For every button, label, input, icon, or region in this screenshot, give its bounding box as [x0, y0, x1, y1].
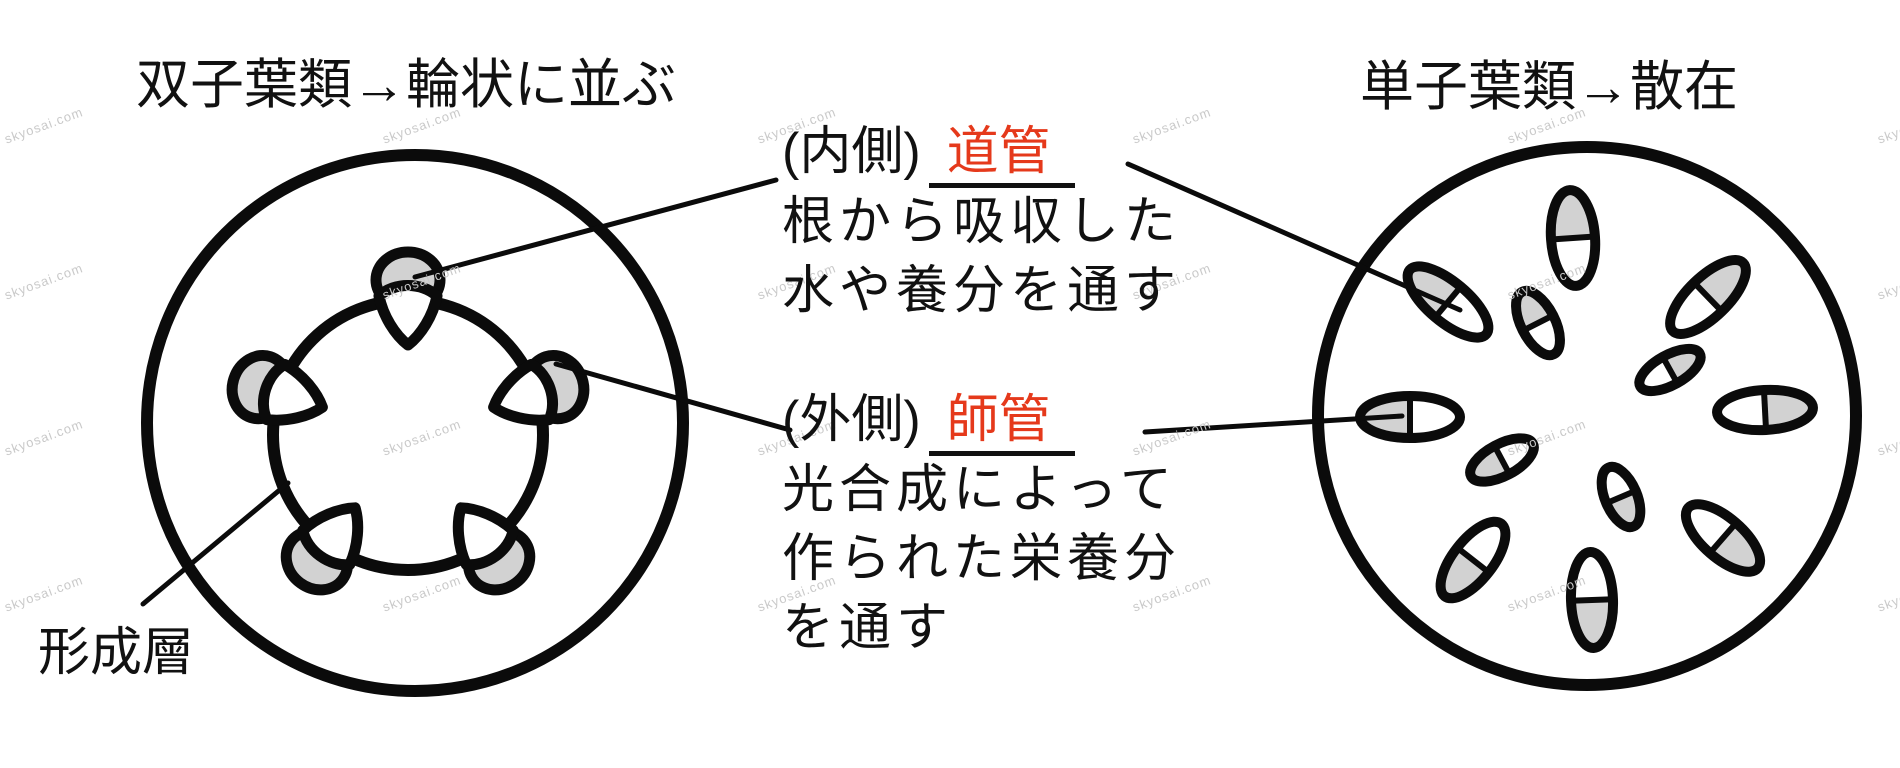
xylem-inner-wedge	[297, 502, 364, 571]
xylem-inner-wedge	[258, 358, 328, 426]
xylem-inner-wedge	[452, 502, 519, 571]
phloem-leader-line-left	[553, 361, 793, 433]
xylem-leader-line-left	[412, 177, 779, 280]
xylem-inner-wedge	[373, 280, 443, 351]
bundle-outline	[1680, 499, 1766, 577]
cambium-leader-line	[140, 480, 291, 607]
bundle-outline	[1565, 547, 1619, 653]
bundle-outline	[1712, 384, 1818, 436]
dicot-title: 双子葉類→輪状に並ぶ	[136, 55, 676, 115]
bundle-outline	[1665, 255, 1751, 339]
bundle-divider	[1570, 596, 1614, 604]
xylem-position-prefix: (内側)	[782, 123, 921, 181]
phloem-description-line: を通す	[782, 599, 954, 657]
monocot-vascular-bundle	[1435, 516, 1511, 604]
bundle-divider	[1455, 545, 1491, 575]
xylem-leader-line-right	[1125, 161, 1463, 313]
xylem-description-line: 水や養分を通す	[782, 262, 1182, 320]
dicot-vascular-bundle	[280, 502, 364, 596]
bundle-divider	[1605, 487, 1637, 507]
xylem-term: 道管	[928, 121, 1075, 188]
xylem-term-line: (内側)道管	[782, 118, 1181, 188]
phloem-leader-line-right	[1142, 413, 1405, 435]
xylem-inner-wedge	[488, 358, 558, 426]
bundle-outer-half	[1516, 290, 1554, 331]
dicot-vascular-bundle	[226, 349, 328, 426]
monocot-vascular-bundle	[1634, 343, 1706, 397]
monocot-vascular-bundle	[1665, 255, 1751, 339]
phloem-term: 師管	[928, 389, 1075, 456]
dicot-vascular-bundle	[488, 349, 590, 426]
bundle-divider	[1550, 233, 1596, 243]
dicot-vascular-bundle	[452, 502, 536, 596]
bundle-divider	[1760, 389, 1770, 431]
cambium-label: 形成層	[38, 624, 195, 682]
xylem-description-line: 根から吸収した	[782, 193, 1182, 251]
bundle-outline	[1545, 185, 1601, 291]
bundle-divider	[1691, 280, 1725, 314]
monocot-vascular-bundle	[1680, 499, 1766, 577]
dicot-stem-outline	[141, 149, 689, 697]
monocot-vascular-bundle	[1712, 384, 1818, 436]
phloem-description-line: 光合成によって	[782, 461, 1177, 519]
phloem-term-line: (外側)師管	[782, 386, 1181, 456]
bundle-outline	[1402, 261, 1494, 343]
monocot-vascular-bundle	[1565, 547, 1619, 653]
monocot-vascular-bundle	[1545, 185, 1601, 291]
bundle-outline	[1634, 343, 1706, 397]
bundle-outline	[1435, 516, 1511, 604]
monocot-title: 単子葉類→散在	[1360, 57, 1738, 117]
phloem-description-line: 作られた栄養分	[782, 530, 1182, 588]
bundle-divider	[1707, 520, 1739, 556]
bundle-divider	[1491, 444, 1513, 476]
monocot-stem-outline	[1312, 141, 1862, 691]
monocot-vascular-bundle	[1465, 433, 1539, 487]
phloem-annotation: (外側)師管 光合成によって 作られた栄養分 を通す	[782, 386, 1181, 663]
xylem-annotation: (内側)道管 根から吸収した 水や養分を通す	[782, 118, 1181, 326]
bundle-outline	[1511, 285, 1565, 361]
bundle-outer-half	[1470, 445, 1510, 482]
monocot-vascular-bundle	[1596, 461, 1646, 533]
bundle-outline	[1465, 433, 1539, 487]
monocot-vascular-bundle	[1511, 285, 1565, 361]
bundle-divider	[1521, 312, 1555, 334]
dicot-vascular-bundle	[370, 246, 446, 351]
bundle-outline	[1596, 461, 1646, 533]
phloem-position-prefix: (外側)	[782, 391, 921, 449]
